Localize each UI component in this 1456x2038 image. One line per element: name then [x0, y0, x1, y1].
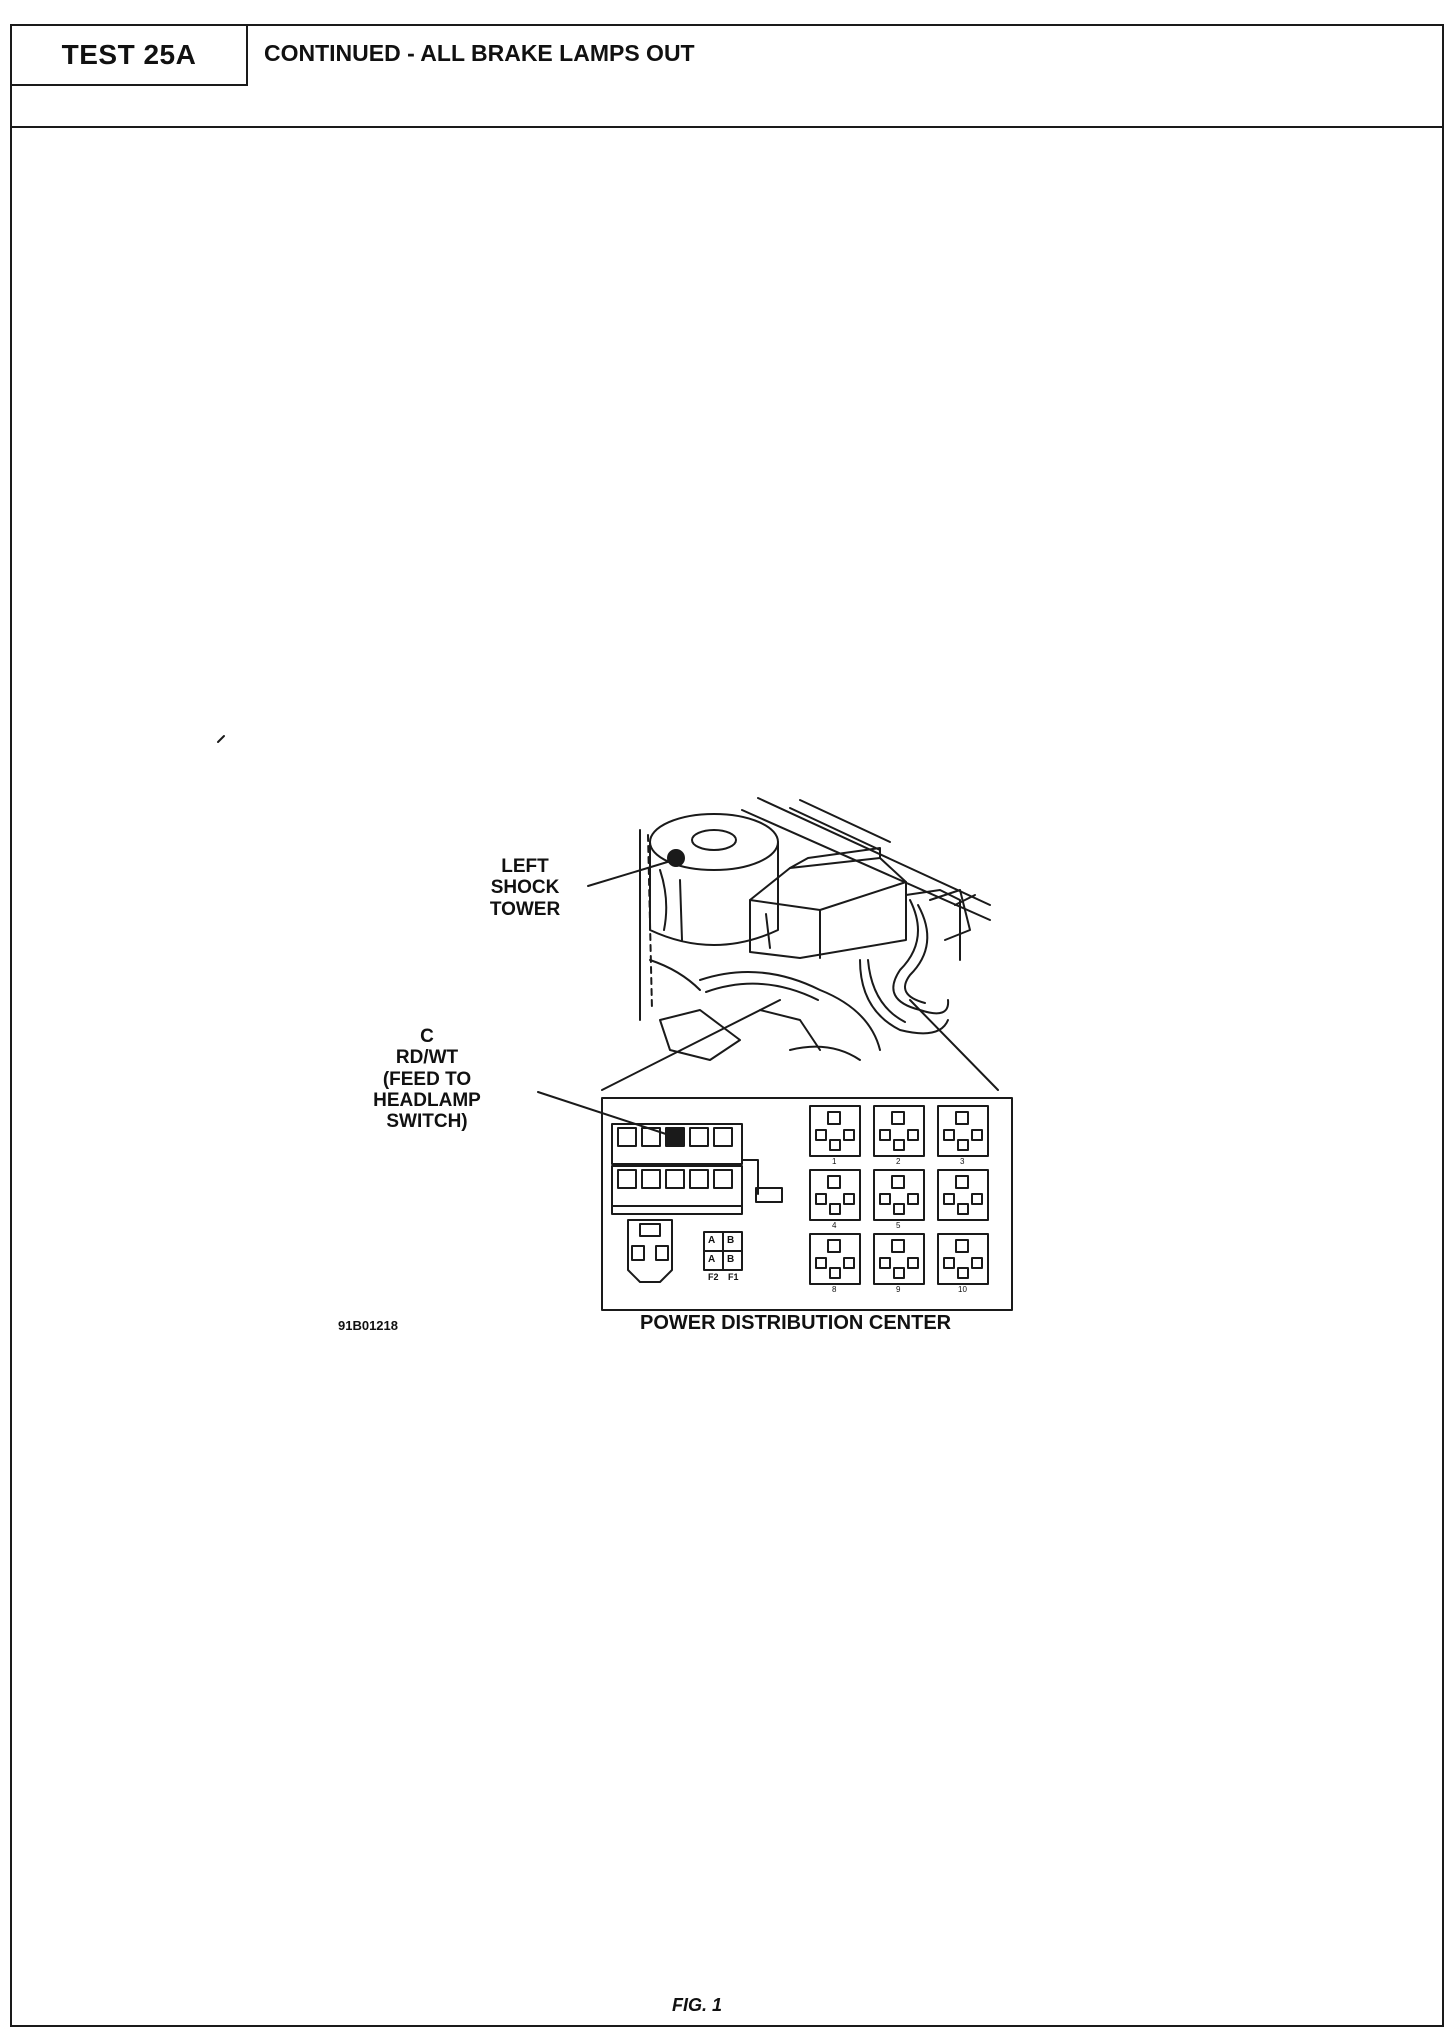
label-line: TOWER [489, 898, 561, 920]
page-header: TEST 25A CONTINUED - ALL BRAKE LAMPS OUT [12, 26, 1442, 128]
relay-number: 2 [896, 1157, 901, 1166]
scan-mark [217, 735, 225, 743]
relay-number: 9 [896, 1285, 901, 1294]
callout-lines [537, 859, 999, 1137]
label-line: HEADLAMP [373, 1089, 481, 1111]
ab-label: B [727, 1254, 735, 1265]
relay-number: 3 [960, 1157, 965, 1166]
fuse-label-f2: F2 [708, 1272, 719, 1282]
label-line: (FEED TO [382, 1068, 472, 1090]
label-line: SHOCK [490, 877, 560, 899]
pdc-inset [601, 1097, 1013, 1311]
label-line: C [420, 1026, 434, 1047]
page-title: CONTINUED - ALL BRAKE LAMPS OUT [264, 40, 695, 66]
relay-number: 5 [896, 1221, 901, 1230]
relay-number: 1 [832, 1157, 837, 1166]
page-frame: TEST 25A CONTINUED - ALL BRAKE LAMPS OUT [10, 24, 1444, 2027]
left-shock-tower-label: LEFT SHOCK TOWER [470, 856, 580, 920]
label-line: LEFT [501, 856, 549, 877]
relay-grid [809, 1105, 989, 1285]
label-line: RD/WT [395, 1047, 459, 1069]
engine-bay-drawing [639, 797, 991, 1061]
ab-label: A [708, 1254, 716, 1265]
relay-number: 10 [958, 1285, 967, 1294]
fuse-label-f1: F1 [728, 1272, 739, 1282]
relay-number: 4 [832, 1221, 837, 1230]
test-number: TEST 25A [12, 26, 248, 86]
fig-label: FIG. 1 [672, 1995, 723, 2015]
figure-number: 91B01218 [338, 1318, 398, 1333]
ab-label: B [727, 1235, 735, 1246]
figure-caption: POWER DISTRIBUTION CENTER [640, 1312, 952, 1334]
ab-label: A [708, 1235, 716, 1246]
relay-number: 8 [832, 1285, 837, 1294]
label-line: SWITCH) [386, 1111, 468, 1133]
cavity-c-label: C RD/WT (FEED TO HEADLAMP SWITCH) [352, 1026, 502, 1132]
